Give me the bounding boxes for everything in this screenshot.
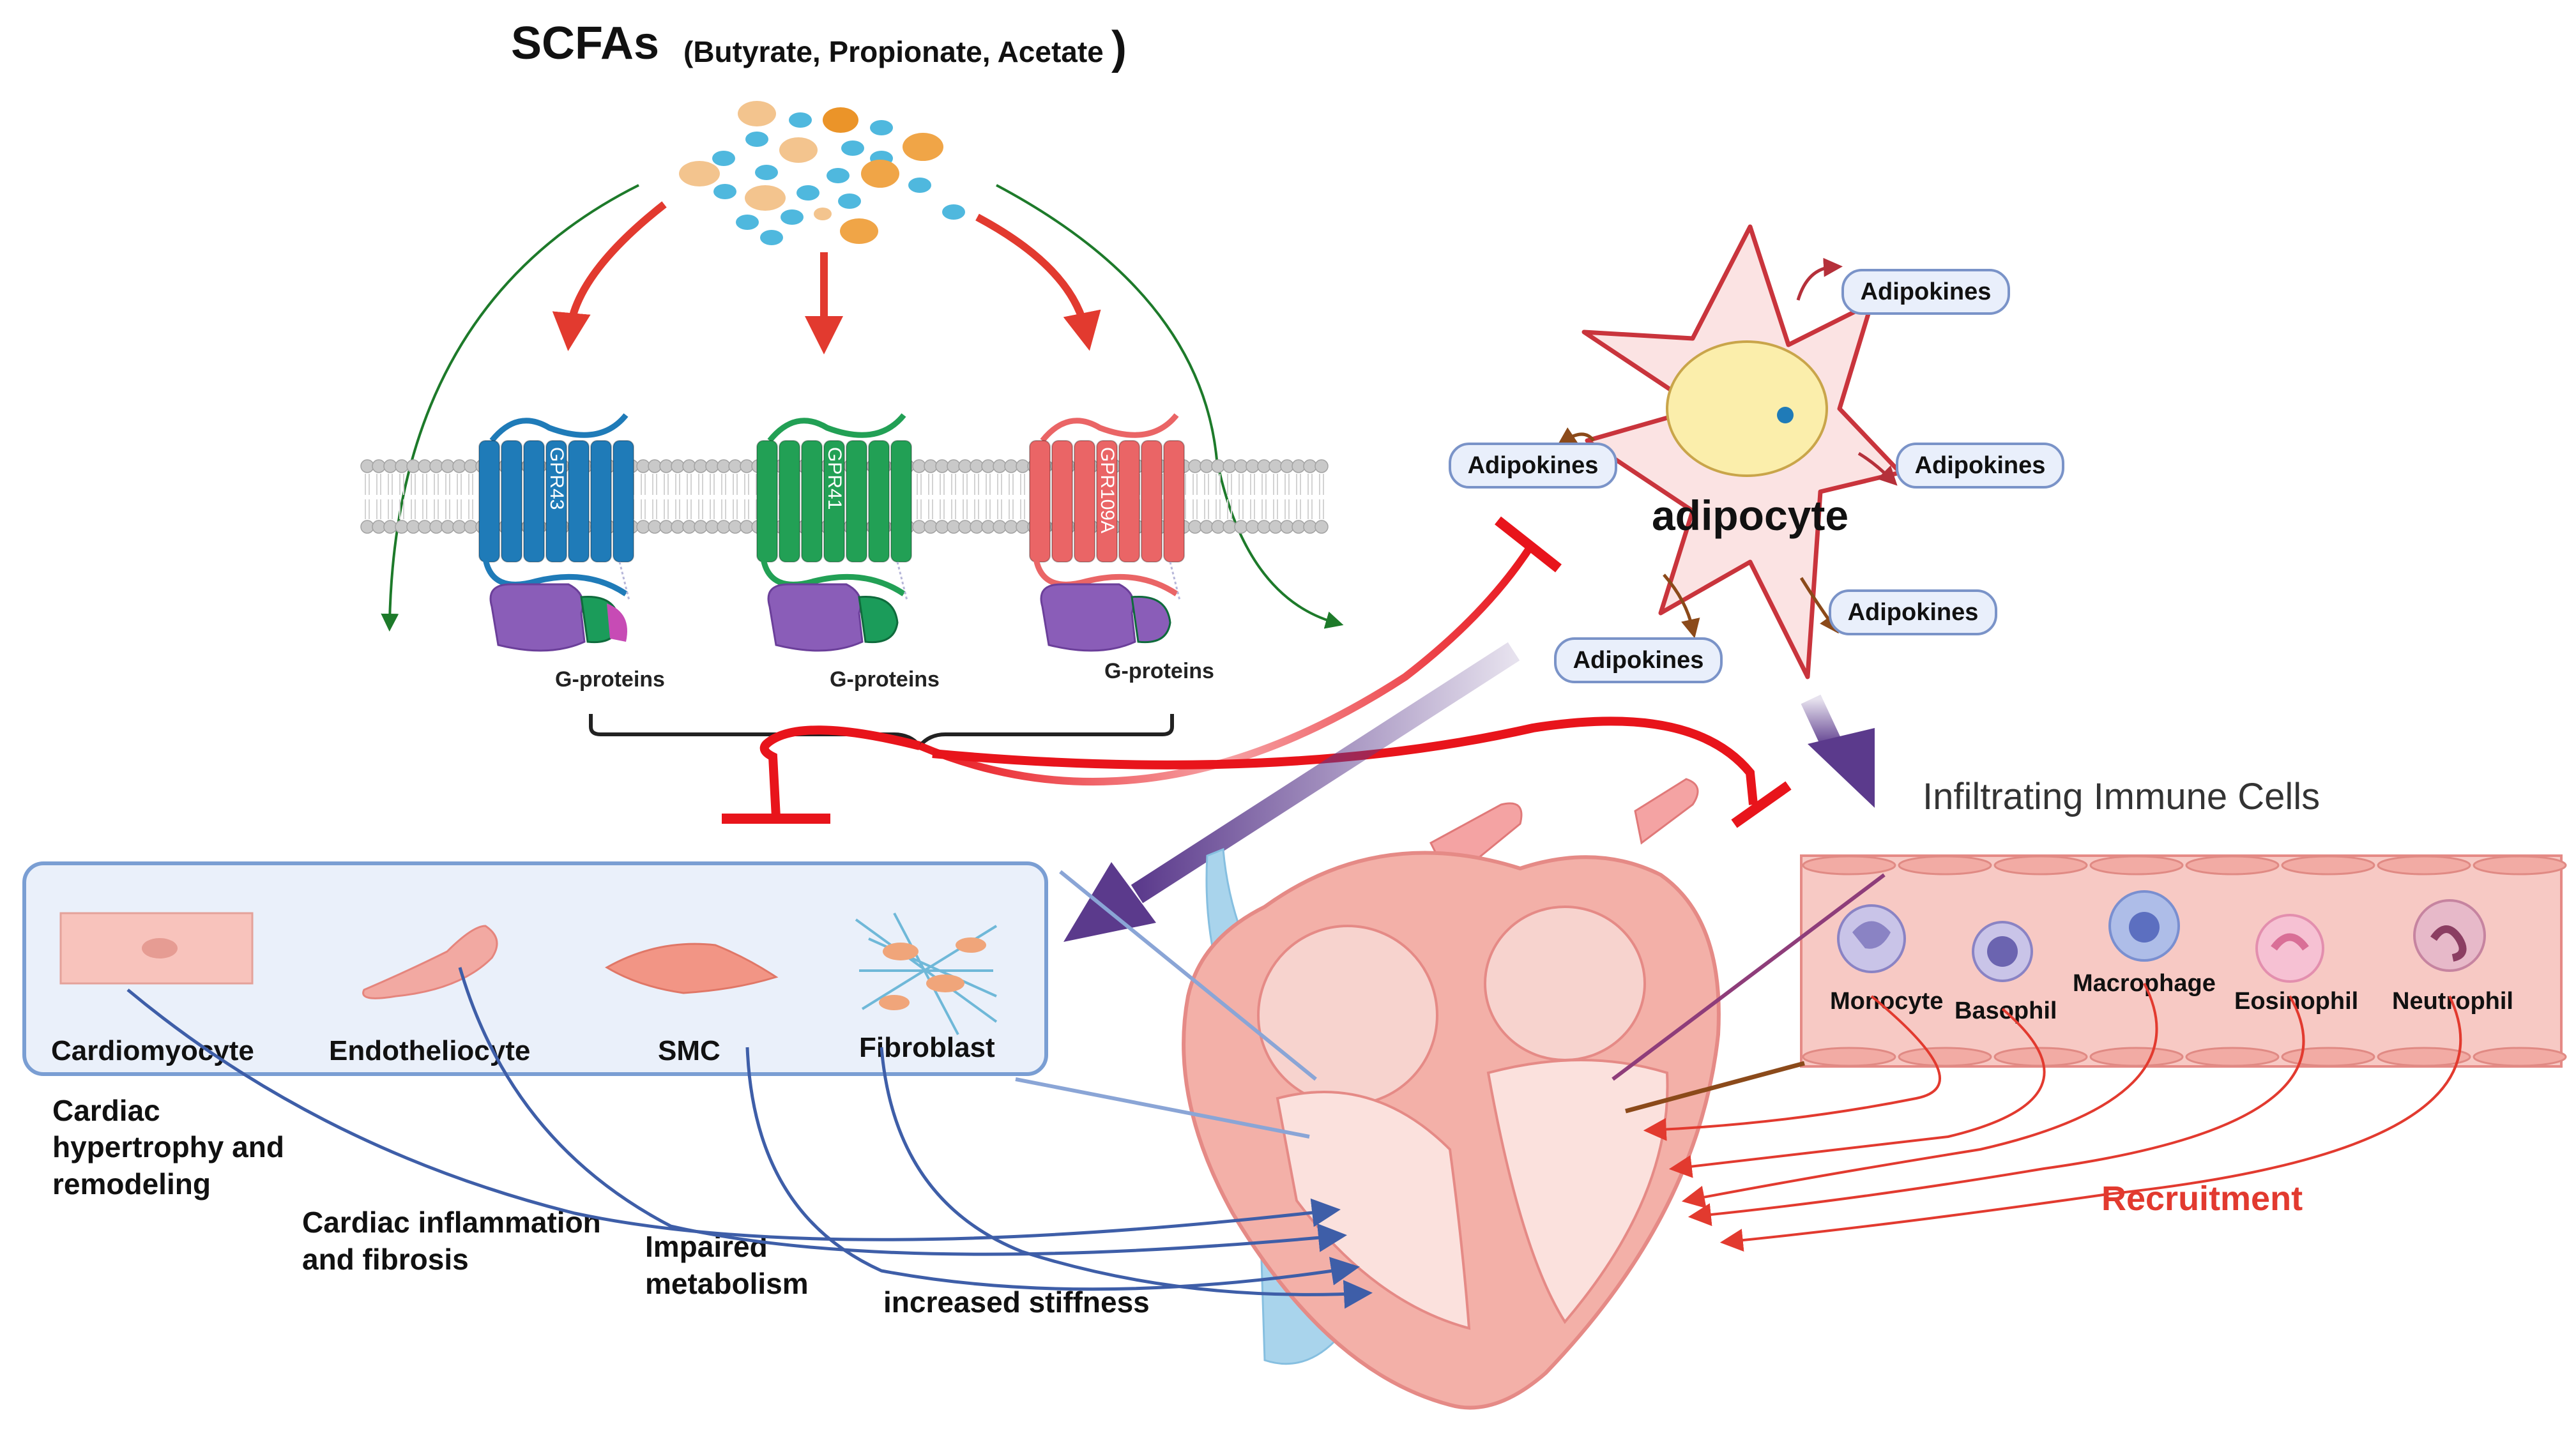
receptor-label-3: GPR109A xyxy=(1097,447,1118,533)
effect-metabolism-2: metabolism xyxy=(645,1267,809,1300)
effect-hypertrophy-3: remodeling xyxy=(52,1167,211,1201)
gprotein-label-2: G-proteins xyxy=(830,667,940,692)
receptor-gpr43: GPR43 xyxy=(478,413,634,652)
cell-label-cardiomyocyte: Cardiomyocyte xyxy=(51,1035,254,1066)
heart xyxy=(1182,778,1721,1410)
green-arrow-right xyxy=(996,184,1344,629)
cardiomyocyte-nucleus xyxy=(142,938,178,959)
purple-arrow-to-cells-shaft xyxy=(1131,642,1520,904)
adipokine-pill-5: Adipokines xyxy=(1554,637,1723,683)
receptor-label-2: GPR41 xyxy=(824,447,845,510)
adipokine-pill-4: Adipokines xyxy=(1829,589,1997,635)
svg-text:Adipokines: Adipokines xyxy=(1573,647,1704,674)
purple-arrow-to-cells-head xyxy=(1063,862,1156,942)
effect-arrows xyxy=(126,967,1373,1309)
purple-arrows xyxy=(1063,642,1875,942)
gprotein-complex-2 xyxy=(767,561,908,652)
left-ventricle xyxy=(1276,1091,1471,1330)
inhibit-to-heart-cells xyxy=(759,725,921,818)
cell-label-fibroblast: Fibroblast xyxy=(859,1032,995,1063)
green-arrow-left xyxy=(381,184,639,632)
basophil-cell xyxy=(1972,921,2033,982)
title-main: SCFAs xyxy=(511,18,659,69)
adipocyte-label: adipocyte xyxy=(1652,492,1848,539)
vessel-connector-2 xyxy=(1625,1061,1805,1114)
inhibition-arrows xyxy=(722,516,1792,828)
title-sub: (Butyrate, Propionate, Acetate xyxy=(683,35,1104,68)
svg-text:Adipokines: Adipokines xyxy=(1915,452,2046,479)
adipokine-pill-2: Adipokines xyxy=(1449,443,1617,489)
svg-text:Adipokines: Adipokines xyxy=(1861,278,1992,305)
svg-text:Adipokines: Adipokines xyxy=(1848,599,1979,626)
effect-inflammation-1: Cardiac inflammation xyxy=(302,1206,601,1239)
receptor-gpr41: GPR41 xyxy=(756,413,912,652)
fibroblast-shape xyxy=(855,913,998,1035)
nucleus xyxy=(1777,407,1794,423)
receptors: GPR43 GPR41 GPR109A xyxy=(478,413,1185,652)
effect-hypertrophy-1: Cardiac xyxy=(52,1094,160,1127)
effect-inflammation-2: and fibrosis xyxy=(302,1243,469,1276)
svg-text:Adipokines: Adipokines xyxy=(1468,452,1599,479)
eosinophil-cell xyxy=(2255,914,2324,983)
right-ventricle xyxy=(1486,1059,1669,1324)
macrophage-cell xyxy=(2108,890,2180,962)
immune-panel: Infiltrating Immune Cells Monocyte Basop… xyxy=(1612,776,2567,1114)
monocyte-cell xyxy=(1837,904,1906,973)
right-atrium xyxy=(1484,906,1646,1061)
gprotein-complex-1 xyxy=(489,561,630,652)
effect-stiffness: increased stiffness xyxy=(883,1285,1150,1319)
effects: Cardiac hypertrophy and remodeling Cardi… xyxy=(52,1094,1150,1319)
inhibit-to-adipocyte xyxy=(918,540,1537,786)
title-close: ) xyxy=(1111,22,1127,73)
scfa-arrows xyxy=(381,184,1344,632)
immune-title: Infiltrating Immune Cells xyxy=(1923,776,2320,817)
effect-hypertrophy-2: hypertrophy and xyxy=(52,1130,284,1163)
adipocyte: adipocyte xyxy=(1557,224,1903,679)
lipid-droplet xyxy=(1666,340,1828,477)
title: SCFAs (Butyrate, Propionate, Acetate ) xyxy=(511,18,1127,73)
adipokine-pill-3: Adipokines xyxy=(1896,443,2064,489)
gprotein-label-1: G-proteins xyxy=(555,667,665,692)
immune-label-macrophage: Macrophage xyxy=(2073,970,2216,997)
vessel-endothelium xyxy=(1802,855,2567,1067)
adipokine-pills: Adipokines Adipokines Adipokines Adipoki… xyxy=(1449,269,2064,683)
gprotein-complex-3 xyxy=(1040,561,1181,652)
vessel-connector-1 xyxy=(1612,873,1886,1081)
heart-cells-box xyxy=(22,861,1048,1076)
arrow-to-gpr109a xyxy=(975,213,1101,351)
inhibit-to-immune xyxy=(932,716,1758,805)
cell-label-smc: SMC xyxy=(658,1035,720,1066)
adipokine-pill-1: Adipokines xyxy=(1841,269,2010,315)
endotheliocyte-shape xyxy=(362,925,498,999)
smc-shape xyxy=(605,943,779,994)
recruitment-label: Recruitment xyxy=(2101,1179,2303,1218)
recruitment-arrows: Recruitment xyxy=(1643,983,2462,1252)
neutrophil-cell xyxy=(2413,899,2486,972)
purple-arrow-to-immune-head xyxy=(1808,728,1875,808)
heart-cells-panel: Cardiomyocyte Endotheliocyte SMC Fibrobl… xyxy=(22,861,1048,1076)
gprotein-labels: G-proteins G-proteins G-proteins xyxy=(555,659,1214,692)
receptor-gpr109a: GPR109A xyxy=(1029,413,1185,652)
aorta-branch-2 xyxy=(1634,778,1699,845)
gprotein-label-3: G-proteins xyxy=(1104,659,1214,683)
inhibit-bar-immune xyxy=(1731,781,1792,828)
receptor-label-1: GPR43 xyxy=(546,447,567,510)
left-atrium xyxy=(1257,925,1438,1106)
arrow-to-gpr43 xyxy=(552,201,667,351)
inhibit-bar-adipocyte xyxy=(1495,516,1562,573)
scfa-molecules xyxy=(679,101,965,245)
box-connectors xyxy=(1015,870,1317,1139)
